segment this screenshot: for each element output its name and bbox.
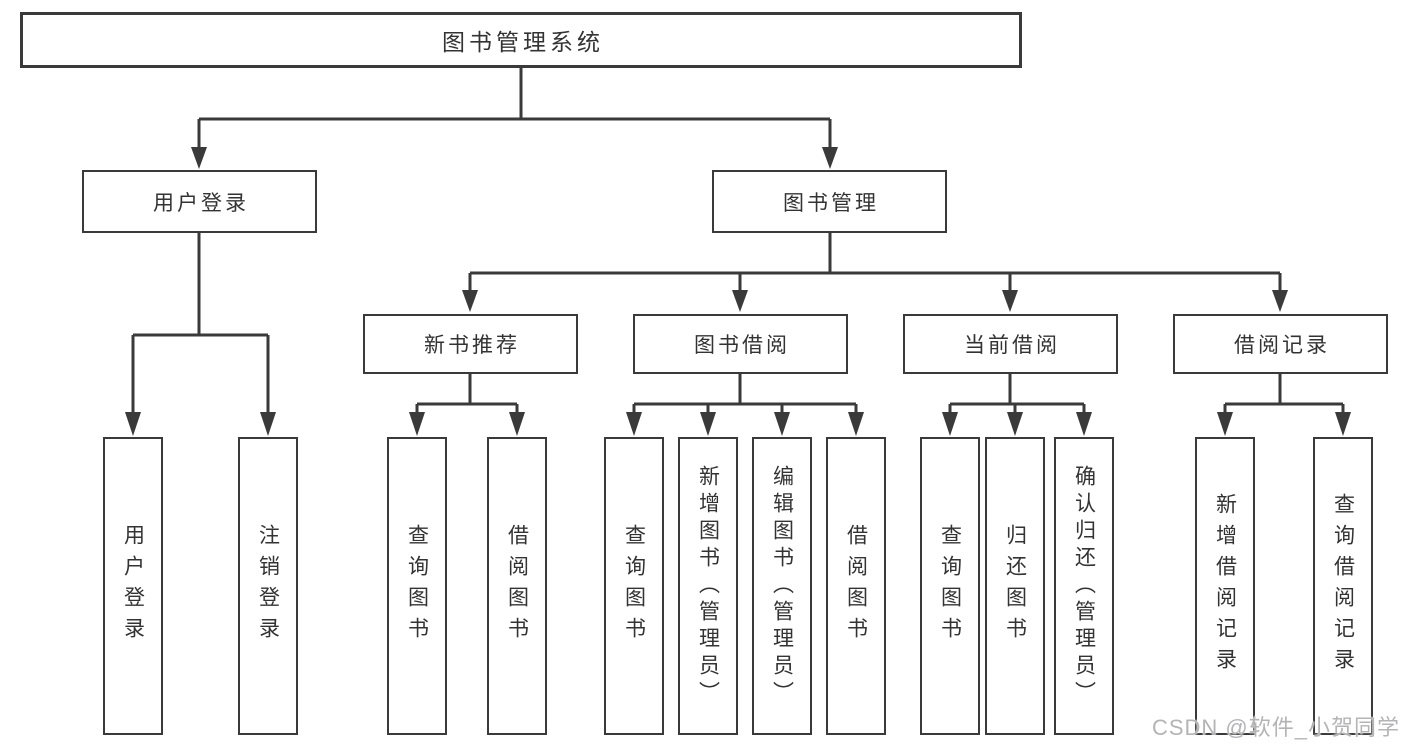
node-user-login: 用户登录 (82, 170, 317, 233)
csdn-watermark: CSDN @软件_小贺同学 (1151, 715, 1400, 740)
node-user-login-leaf: 用户登录 (103, 437, 163, 735)
node-label: 当前借阅 (964, 334, 1060, 357)
node-borrow-books-leaf: 借阅图书 (826, 437, 886, 735)
node-label: 新增借阅记录 (1213, 493, 1237, 679)
node-add-books-admin: 新增图书（管理员） (678, 437, 738, 735)
node-book-management: 图书管理 (712, 170, 947, 233)
node-logout-leaf: 注销登录 (238, 437, 298, 735)
node-label: 图书管理系统 (442, 29, 604, 55)
node-label: 新增图书（管理员） (696, 464, 720, 708)
node-add-borrow-record: 新增借阅记录 (1195, 437, 1255, 735)
node-query-borrow-record: 查询借阅记录 (1313, 437, 1373, 735)
node-label: 归还图书 (1003, 524, 1027, 648)
node-label: 确认归还（管理员） (1072, 464, 1096, 708)
node-label: 借阅记录 (1234, 334, 1330, 357)
node-query-books-recommend: 查询图书 (387, 437, 447, 735)
node-label: 图书管理 (783, 191, 879, 215)
node-current-borrowing: 当前借阅 (903, 314, 1118, 374)
node-label: 查询图书 (622, 524, 646, 648)
node-label: 查询借阅记录 (1331, 493, 1355, 679)
node-label: 借阅图书 (505, 524, 529, 648)
node-label: 图书借阅 (694, 334, 790, 357)
node-label: 借阅图书 (844, 524, 868, 648)
node-label: 用户登录 (153, 191, 249, 215)
node-edit-books-admin: 编辑图书（管理员） (752, 437, 812, 735)
node-label: 注销登录 (256, 524, 280, 648)
node-label: 新书推荐 (424, 334, 520, 357)
node-book-borrowing: 图书借阅 (633, 314, 848, 374)
node-borrowing-records: 借阅记录 (1173, 314, 1388, 374)
node-confirm-return-admin: 确认归还（管理员） (1054, 437, 1114, 735)
node-query-books-current: 查询图书 (920, 437, 980, 735)
node-label: 查询图书 (938, 524, 962, 648)
node-label: 用户登录 (121, 524, 145, 648)
node-return-books: 归还图书 (985, 437, 1045, 735)
node-new-book-recommendation: 新书推荐 (363, 314, 578, 374)
node-label: 查询图书 (405, 524, 429, 648)
node-borrow-books-recommend: 借阅图书 (487, 437, 547, 735)
node-label: 编辑图书（管理员） (770, 464, 794, 708)
connector-path (131, 68, 1345, 414)
arrowheads (125, 147, 1351, 436)
node-library-management-system: 图书管理系统 (20, 12, 1022, 68)
node-query-books-borrow: 查询图书 (604, 437, 664, 735)
